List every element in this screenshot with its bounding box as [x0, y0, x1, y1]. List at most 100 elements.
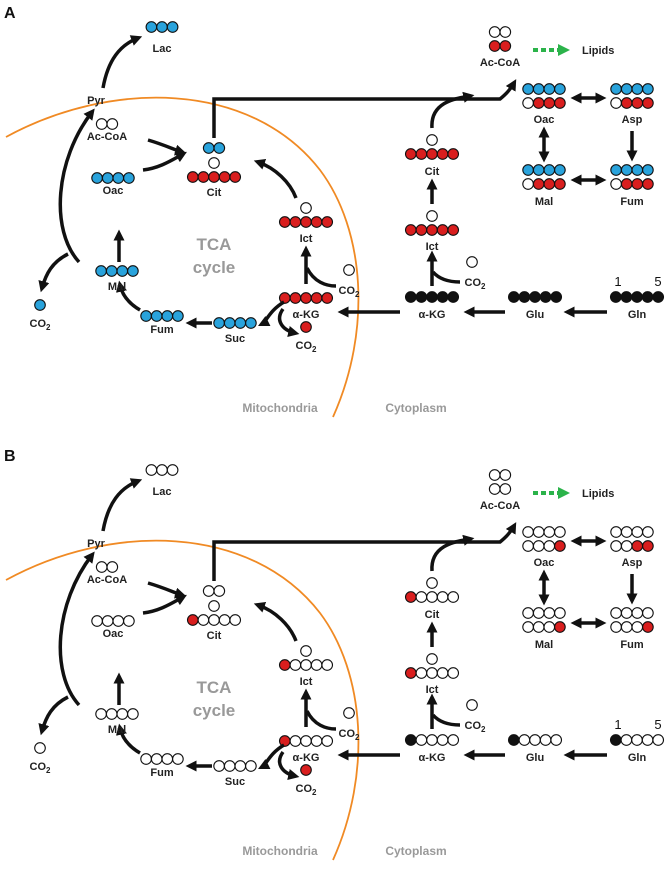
asp-bot-carbon-1: [610, 97, 622, 109]
asp-top-carbon-2: [620, 83, 633, 95]
co2-akg-carbon-1: [300, 764, 312, 776]
suc-carbon-4: [245, 760, 257, 772]
co2-mal-carbon-1: [34, 742, 46, 754]
cit-bot-carbon-3: [208, 171, 220, 183]
cyto-ict-label: Ict: [426, 684, 439, 696]
cit-bot-carbon-1: [186, 614, 199, 626]
cit-top-carbon-2: [213, 585, 226, 597]
mito-akg-carbon-5: [321, 735, 334, 747]
co2-ict-carbon-1: [343, 707, 355, 719]
cyto-ict-bot-carbon-4: [436, 224, 449, 236]
cyto-accoa-top-carbon-2: [499, 26, 512, 38]
gln-label: Gln: [628, 309, 647, 321]
cyto-oac-bot-carbon-3: [543, 97, 556, 109]
cyto-oac-label: Oac: [534, 557, 555, 569]
ict-bot-carbon-4: [310, 659, 323, 671]
cyto-akg-carbon-4: [436, 291, 449, 303]
tca-label-2: cycle: [193, 258, 236, 277]
cyto-fum-bot-carbon-2: [620, 178, 633, 190]
glu-label: Glu: [526, 309, 544, 321]
arrow-akg-to-co2: [277, 307, 300, 337]
asp-bot-carbon-3: [631, 540, 644, 552]
tca-label-1: TCA: [197, 235, 232, 254]
gln-carbon-4: [641, 291, 654, 303]
lac-carbon-2: [156, 464, 168, 476]
mito-oac-carbon-2: [101, 615, 114, 627]
arrow-co2-into-ict: [305, 710, 337, 731]
cyto-mal-bot-carbon-2: [532, 621, 545, 633]
cit-top-carbon-1: [202, 585, 215, 597]
tca-label-1: TCA: [197, 678, 232, 697]
mal-mito-carbon-1: [95, 708, 107, 720]
glu-carbon-2: [518, 291, 531, 303]
asp-top-carbon-3: [631, 83, 644, 95]
cyto-mal-top-carbon-4: [554, 164, 566, 176]
ict-bot-carbon-4: [310, 216, 323, 228]
cyto-mal-top-carbon-2: [532, 164, 545, 176]
panel-letter: A: [4, 5, 16, 22]
cyto-cit-top-carbon-1: [426, 134, 438, 146]
fum-mito-carbon-1: [140, 753, 152, 765]
cyto-akg-carbon-4: [436, 734, 449, 746]
carbon-5-label: 5: [654, 717, 661, 732]
arrow-akg-to-co2: [277, 750, 300, 780]
gln-carbon-4: [641, 734, 654, 746]
co2-mal-label-subscript: 2: [46, 323, 51, 332]
glu-carbon-5: [550, 734, 563, 746]
cyto-fum-bot-carbon-1: [610, 178, 622, 190]
co2-akg-label: CO2: [296, 340, 318, 354]
cyto-oac-bot-carbon-2: [532, 97, 545, 109]
carbon-1-label: 1: [614, 717, 621, 732]
suc-carbon-2: [223, 760, 236, 772]
mal-label: Mal: [108, 724, 126, 736]
cyto-cit-bot-carbon-5: [447, 148, 460, 160]
cyto-oac-top-carbon-2: [532, 526, 545, 538]
cyto-akg-carbon-5: [447, 734, 460, 746]
arrow-cit-export-to-accoa: [212, 522, 517, 581]
mal-mito-carbon-2: [105, 265, 118, 277]
asp-bot-carbon-2: [620, 97, 633, 109]
glu-carbon-4: [539, 291, 552, 303]
carbon-5-label: 5: [654, 274, 661, 289]
cyto-fum-top-carbon-1: [610, 164, 622, 176]
cit-label: Cit: [207, 187, 222, 199]
ict-bot-carbon-2: [289, 659, 302, 671]
cyto-cit-label: Cit: [425, 166, 440, 178]
co2-mal-carbon-1: [34, 299, 46, 311]
cyto-fum-bot-carbon-3: [631, 621, 644, 633]
cyto-cit-top-carbon-1: [426, 577, 438, 589]
pyr-label: Pyr: [87, 538, 105, 550]
mito-accoa-carbon-2: [106, 118, 119, 130]
arrow-oac-to-cit: [142, 151, 187, 172]
cyto-accoa-top-carbon-2: [499, 469, 512, 481]
cit-label: Cit: [207, 630, 222, 642]
cyto-accoa-label: Ac-CoA: [480, 500, 520, 512]
mito-akg-carbon-4: [310, 735, 323, 747]
cyto-oac-bot-carbon-1: [522, 97, 534, 109]
cyto-cit-bot-carbon-1: [404, 591, 417, 603]
cyto-ict-bot-carbon-2: [415, 224, 428, 236]
cyto-oac-top-carbon-3: [543, 83, 556, 95]
ict-bot-carbon-1: [278, 216, 291, 228]
glu-carbon-3: [529, 291, 541, 303]
cit-bot-carbon-2: [197, 171, 210, 183]
mito-oac-label: Oac: [103, 628, 124, 640]
panel-letter: B: [4, 448, 16, 465]
arrow-co2-into-cyto-ict: [431, 713, 461, 727]
cyto-ict-bot-carbon-1: [404, 667, 417, 679]
cyto-fum-bot-carbon-4: [642, 178, 654, 190]
cyto-fum-top-carbon-1: [610, 607, 622, 619]
mal-mito-carbon-4: [127, 708, 139, 720]
co2-akg-label-subscript: 2: [312, 345, 317, 354]
gln-carbon-1: [609, 734, 622, 746]
ict-bot-carbon-5: [321, 216, 334, 228]
cyto-oac-bot-carbon-4: [554, 97, 566, 109]
cyto-oac-top-carbon-1: [522, 83, 534, 95]
mito-akg-carbon-2: [289, 735, 302, 747]
fum-mito-carbon-2: [150, 310, 163, 322]
co2-cyto-label: CO2: [465, 277, 487, 291]
ict-bot-carbon-3: [300, 659, 312, 671]
suc-carbon-1: [213, 317, 225, 329]
asp-top-carbon-3: [631, 526, 644, 538]
